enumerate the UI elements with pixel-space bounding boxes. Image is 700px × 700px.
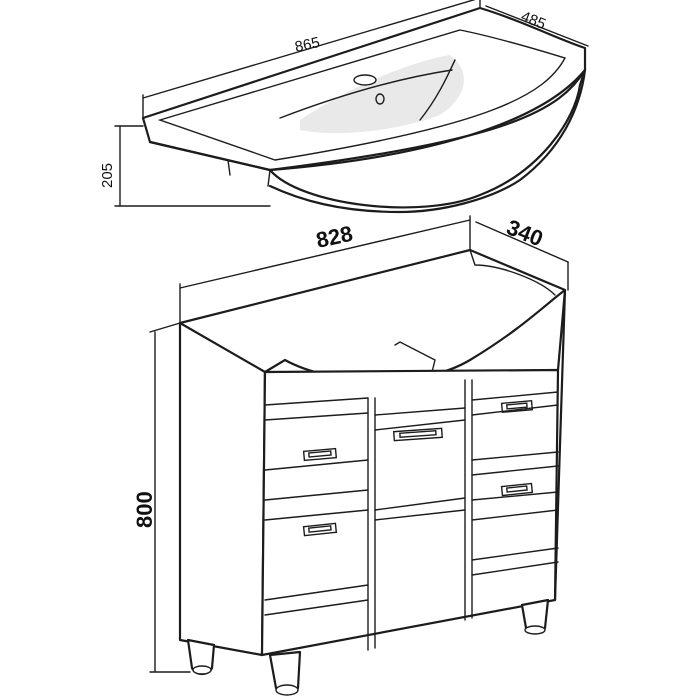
drawer-handle — [302, 522, 338, 537]
sink-dimension-lines — [114, 0, 589, 207]
drawer-handle — [500, 482, 534, 497]
cabinet-front-face — [260, 368, 560, 657]
sink-height-label: 205 — [99, 163, 116, 188]
cabinet-leg — [186, 638, 216, 676]
cabinet-depth-label: 340 — [503, 214, 546, 251]
drawer-handle — [500, 399, 534, 414]
cabinet-leg — [520, 598, 550, 635]
cabinet-dimension-lines — [149, 215, 569, 673]
drawer-handle — [302, 447, 338, 462]
drain-hole — [375, 93, 385, 105]
sink-bowl-rim — [157, 29, 567, 161]
cabinet-leg — [268, 650, 302, 696]
drawer-handle — [392, 427, 443, 442]
cabinet-height-label: 800 — [132, 491, 157, 528]
sink-width-label: 865 — [293, 34, 321, 56]
cabinet-left-side — [178, 321, 267, 657]
faucet-hole — [353, 74, 377, 86]
sink-front-edge — [148, 68, 587, 172]
sink-drawing — [141, 6, 587, 214]
cabinet-drawing — [178, 248, 567, 696]
